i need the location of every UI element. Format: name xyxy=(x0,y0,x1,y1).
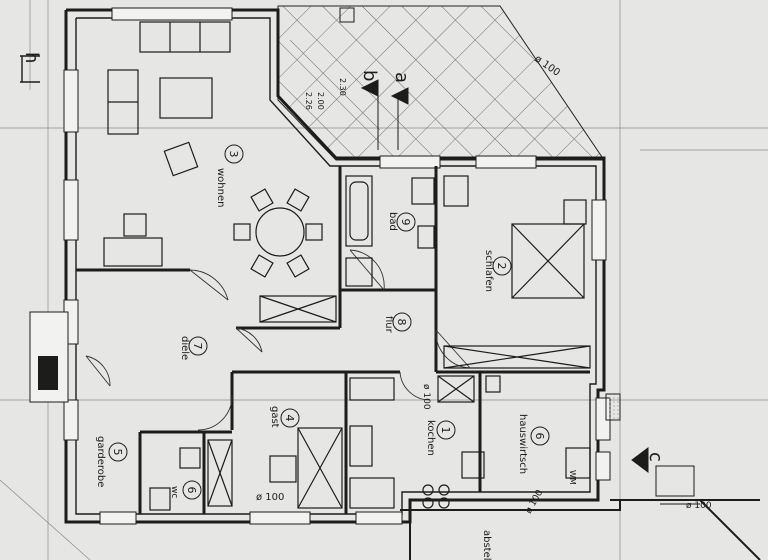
room-labels: 3 wohnen 9 bad 2 schlafen 7 diele 8 flur… xyxy=(95,151,546,499)
abstell-label: abstell xyxy=(481,530,492,560)
door-swings xyxy=(85,249,471,431)
room-1-number: 1 xyxy=(439,427,452,434)
section-marker-h: h xyxy=(21,52,42,63)
room-8-name: flur xyxy=(383,316,394,334)
room-number-circles xyxy=(108,144,550,500)
dim-dia-right: ø 100 xyxy=(686,501,712,511)
living-furniture xyxy=(103,21,337,323)
bedroom-furniture xyxy=(443,175,591,369)
section-arrows xyxy=(339,7,649,473)
adjacent-structure xyxy=(400,499,761,560)
room-6-number: 6 xyxy=(533,433,546,440)
room-4-number: 4 xyxy=(283,415,296,422)
dim-2-00: 2.00 xyxy=(316,92,325,110)
exterior-walls xyxy=(64,8,606,524)
room-wc-number: 6 xyxy=(185,487,198,494)
section-marker-c: c xyxy=(645,452,666,462)
kitchen-fixtures xyxy=(349,375,591,509)
room-4-name: gast xyxy=(269,406,280,428)
room-7-name: diele xyxy=(179,336,190,360)
room-9-number: 9 xyxy=(399,219,412,226)
top-windows xyxy=(111,7,537,169)
room-6-name: hauswirtsch xyxy=(517,414,528,474)
guest-fixtures xyxy=(149,427,343,511)
room-8-number: 8 xyxy=(395,319,408,326)
room-1-name: kochen xyxy=(425,420,436,456)
dim-dia-kitchen: ø 100 xyxy=(421,384,431,410)
room-2-name: schlafen xyxy=(483,250,494,292)
room-5-name: garderobe xyxy=(95,436,106,487)
bath-fixtures xyxy=(345,175,435,287)
room-5-number: 5 xyxy=(111,449,124,456)
room-3-name: wohnen xyxy=(215,168,226,207)
room-2-number: 2 xyxy=(495,263,508,270)
room-3-number: 3 xyxy=(227,151,240,158)
right-windows xyxy=(591,199,611,481)
section-marker-labels: b a c h xyxy=(21,52,666,462)
dim-dia-guest: ø 100 xyxy=(256,492,284,503)
dim-2-26: 2.26 xyxy=(304,92,313,110)
bottom-windows xyxy=(99,511,403,525)
room-wc-name: wc xyxy=(169,486,179,498)
h-marker-lines xyxy=(20,55,40,83)
entrance-features xyxy=(29,311,695,497)
dim-2-30: 2.30 xyxy=(338,78,347,96)
room-9-name: bad xyxy=(387,212,398,231)
section-marker-b: b xyxy=(359,70,380,81)
section-marker-a: a xyxy=(391,72,412,83)
washer-label: WM xyxy=(568,470,577,485)
room-7-number: 7 xyxy=(191,343,204,350)
